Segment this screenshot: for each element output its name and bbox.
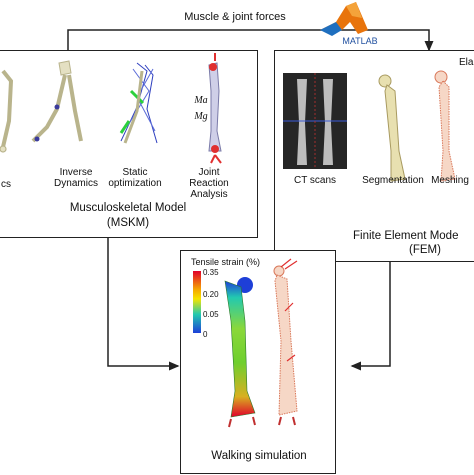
fem-illustrations — [378, 70, 456, 182]
mskm-step-4-label: Joint Reaction Analysis — [189, 167, 229, 200]
skeleton-inverse-kinematics — [0, 69, 14, 153]
mskm-mg-label: Mg — [194, 111, 208, 122]
mskm-step-1-label: cs — [1, 179, 11, 190]
fem-title: Finite Element Mode — [353, 230, 459, 242]
matlab-logo: MATLAB — [312, 0, 392, 48]
legend-tick-4: 0 — [203, 330, 208, 339]
legend-title: Tensile strain (%) — [191, 257, 261, 267]
mskm-to-walking-arrow — [107, 237, 180, 371]
walking-femurs — [224, 258, 298, 428]
mskm-illustrations — [0, 53, 222, 164]
strain-femur — [224, 277, 256, 418]
fem-step-3-label: Meshing — [431, 175, 469, 186]
mskm-subtitle: (MSKM) — [106, 217, 150, 229]
femur-joint-reaction — [208, 53, 222, 164]
skeleton-inverse-dynamics — [31, 60, 83, 143]
walking-caption: Walking simulation — [211, 450, 307, 462]
legend-tick-3: 0.05 — [203, 310, 219, 319]
mskm-title: Musculoskeletal Model — [69, 202, 187, 214]
force-mesh-femur — [228, 258, 298, 428]
matlab-peak-icon — [320, 2, 368, 36]
segmented-femur — [378, 74, 406, 182]
top-flow-arrow — [67, 29, 434, 52]
meshed-femur — [434, 70, 456, 182]
fem-corner-label: Ela — [459, 57, 474, 68]
legend-tick-1: 0.35 — [203, 268, 219, 277]
fem-to-walking-arrow — [350, 262, 391, 371]
mskm-ma-label: Ma — [194, 95, 208, 106]
fem-step-1-label: CT scans — [293, 175, 337, 186]
fem-step-2-label: Segmentation — [362, 175, 424, 186]
skeleton-static-optimization — [119, 62, 158, 144]
fem-panel: Ela CT scans Segmentation Meshing Finite… — [274, 50, 474, 262]
mskm-step-3-label: Static optimization — [108, 167, 162, 189]
mskm-panel: Ma Mg cs Inverse Dynamics Static optimiz… — [0, 50, 258, 238]
mskm-step-2-label: Inverse Dynamics — [54, 167, 98, 189]
ct-scan-femurs — [283, 73, 347, 169]
fem-subtitle: (FEM) — [409, 244, 441, 256]
legend-tick-2: 0.20 — [203, 290, 219, 299]
matlab-logo-text: MATLAB — [342, 36, 378, 46]
ct-scan-image — [283, 73, 347, 169]
strain-color-bar — [193, 271, 201, 333]
walking-panel: Tensile strain (%) 0.35 0.20 0.05 0 — [180, 250, 336, 474]
flow-label: Muscle & joint forces — [184, 11, 286, 23]
